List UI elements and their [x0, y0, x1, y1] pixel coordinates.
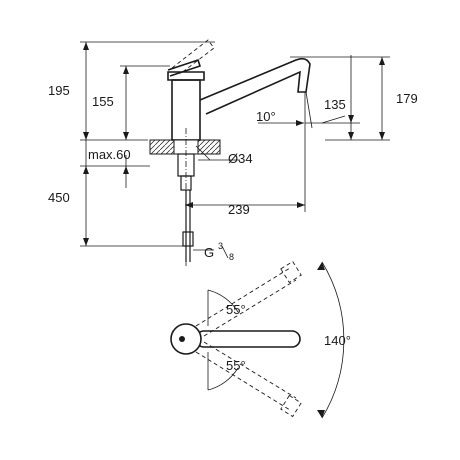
spout — [199, 57, 311, 115]
label-55-lower: 55° — [226, 358, 246, 373]
swivel-arc — [321, 261, 345, 419]
angle-arc-upper — [207, 289, 239, 313]
thread-label: G 3 8 — [204, 241, 234, 262]
label-diameter: Ø34 — [228, 151, 253, 166]
lever-handle — [167, 58, 202, 77]
angle-line — [305, 91, 313, 129]
label-179: 179 — [396, 91, 418, 106]
top-view: 55° 55° 140° — [170, 260, 351, 419]
spout-center-position — [195, 330, 301, 348]
thread-slash — [221, 245, 229, 259]
label-155: 155 — [92, 94, 114, 109]
tap-center-dot — [179, 336, 185, 342]
tap-body-top — [170, 323, 202, 355]
thread-numerator: 3 — [218, 241, 223, 251]
thread-prefix: G — [204, 245, 214, 260]
label-10-degree: 10° — [256, 109, 276, 124]
label-239: 239 — [228, 202, 250, 217]
label-max60: max.60 — [88, 147, 131, 162]
hose-connector — [182, 231, 194, 247]
spout-upper-position — [195, 260, 302, 337]
label-135: 135 — [324, 97, 346, 112]
label-140-degree: 140° — [324, 333, 351, 348]
angle-leader — [321, 115, 346, 124]
spout-lower-position — [195, 341, 302, 418]
thread-denominator: 8 — [229, 252, 234, 262]
label-195: 195 — [48, 83, 70, 98]
side-view: 195 155 179 135 10° max.60 Ø34 450 239 G… — [48, 39, 418, 268]
lever-base — [167, 71, 205, 81]
label-55-upper: 55° — [226, 302, 246, 317]
label-450: 450 — [48, 190, 70, 205]
angle-arc-lower — [207, 367, 239, 391]
diameter-leader-diag — [195, 145, 211, 161]
